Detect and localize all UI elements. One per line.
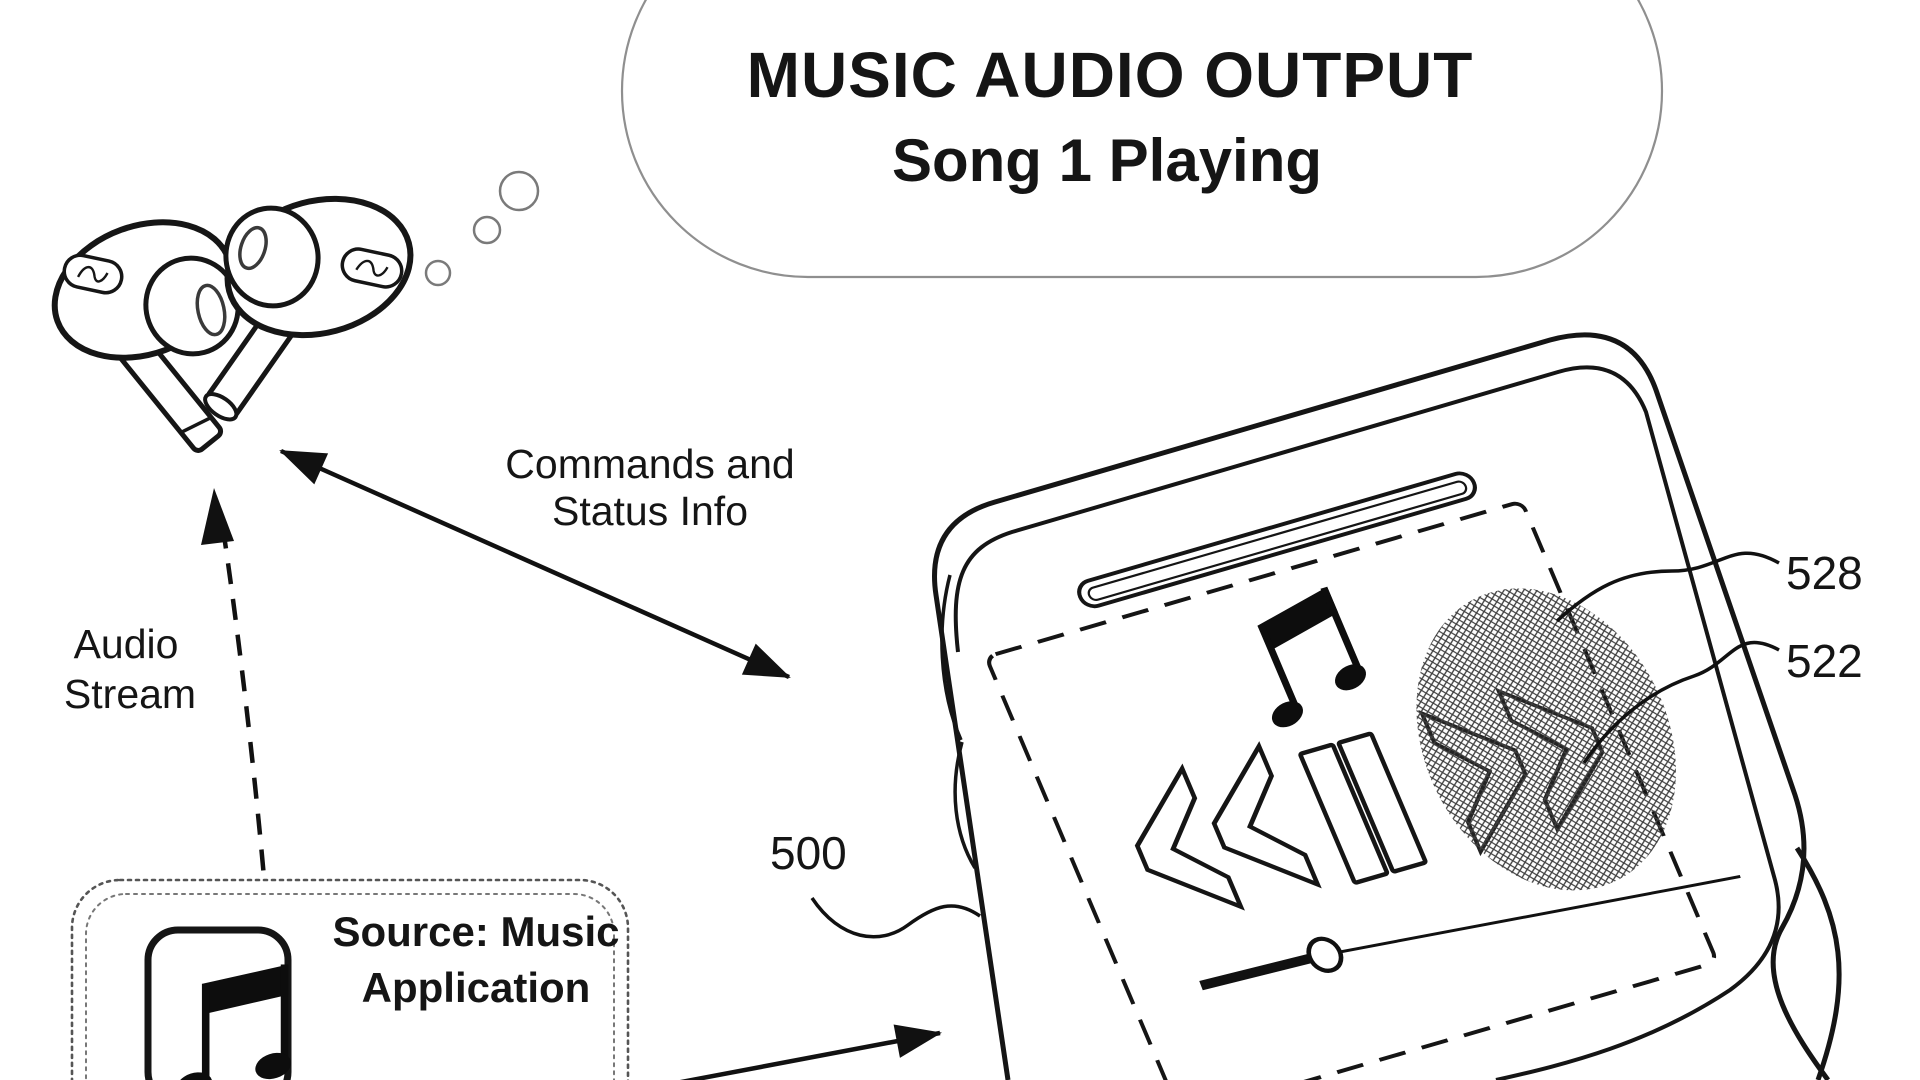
commands-status-arrow — [279, 448, 791, 680]
bubble-trail-dot — [472, 215, 502, 245]
rewind-icon — [1134, 741, 1322, 911]
earbud-right — [203, 195, 414, 422]
slider-knob — [1306, 936, 1344, 973]
bubble-trail-dot — [498, 170, 540, 212]
case-hinge-line — [940, 574, 963, 741]
case-outline — [932, 332, 1831, 1080]
ref-500-label: 500 — [770, 827, 847, 879]
audio-stream-arrowhead — [201, 488, 234, 545]
case-lid-seam — [953, 365, 1781, 1080]
charging-case — [932, 332, 1842, 1080]
commands-status-label: Status Info — [552, 488, 748, 534]
vent-icon — [62, 253, 124, 295]
vent-icon — [340, 247, 404, 289]
commands-status-label: Commands and — [505, 441, 794, 487]
source-pointer-arrow — [679, 1024, 942, 1080]
ref-528-leader — [1555, 551, 1780, 623]
audio-stream-label: Audio — [74, 621, 179, 667]
ear-tip-opening — [195, 283, 227, 337]
pause-icon — [1298, 731, 1428, 885]
connection-labels: Commands and Status Info Audio Stream — [64, 441, 795, 717]
audio-stream-arrow — [218, 514, 275, 979]
ear-tip-opening — [238, 225, 268, 271]
source-app-label: Application — [362, 964, 591, 1011]
audio-stream-label: Stream — [64, 671, 196, 717]
bubble-title: MUSIC AUDIO OUTPUT — [747, 39, 1474, 111]
earbud-left — [51, 219, 241, 453]
ref-528-label: 528 — [1786, 547, 1863, 599]
case-hinge-line — [953, 741, 977, 869]
bubble-trail-dot — [424, 259, 452, 287]
status-light-slot — [1077, 471, 1477, 609]
connections — [201, 448, 942, 1080]
ref-522-leader — [1582, 640, 1780, 764]
earbuds — [51, 195, 414, 453]
source-app-label: Source: Music — [332, 908, 619, 955]
bubble-subtitle: Song 1 Playing — [892, 127, 1322, 194]
reference-numbers: 500 528 522 — [770, 547, 1863, 939]
ref-522-label: 522 — [1786, 635, 1863, 687]
touch-contact-patch — [1416, 588, 1676, 891]
ref-500-leader — [810, 897, 981, 939]
source-app-box: Source: Music Application — [70, 878, 630, 1080]
progress-slider — [1199, 875, 1741, 991]
case-bottom-shell-curve — [1794, 846, 1842, 1080]
thought-bubble: MUSIC AUDIO OUTPUT Song 1 Playing — [424, 0, 1664, 287]
